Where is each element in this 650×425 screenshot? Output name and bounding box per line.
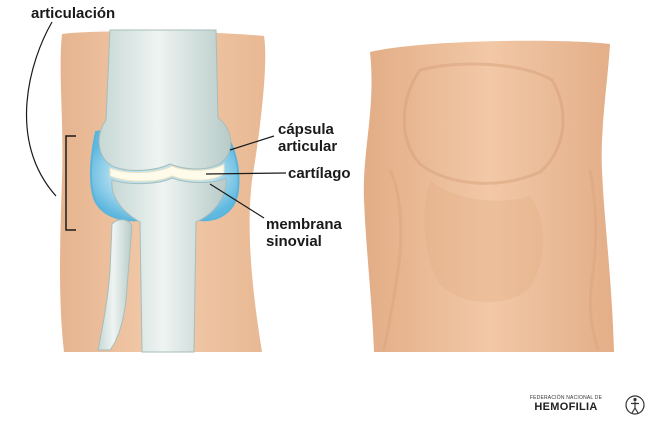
logo-mark-icon: [625, 394, 645, 416]
label-membrana-line2: sinovial: [266, 233, 342, 250]
label-capsula-line2: articular: [278, 138, 337, 155]
label-membrana-sinovial: membrana sinovial: [266, 216, 342, 250]
logo-big-text: HEMOFILIA: [511, 401, 621, 414]
label-capsula-line1: cápsula: [278, 121, 337, 138]
label-membrana-line1: membrana: [266, 216, 342, 233]
label-capsula-articular: cápsula articular: [278, 121, 337, 155]
label-articulacion: articulación: [31, 5, 115, 22]
articulacion-pointer-line: [27, 22, 56, 196]
femur-bone: [99, 30, 231, 170]
federacion-hemofilia-logo: FEDERACIÓN NACIONAL DE HEMOFILIA: [511, 392, 645, 418]
right-leg-skin: [364, 41, 614, 352]
label-cartilago: cartílago: [288, 165, 351, 182]
